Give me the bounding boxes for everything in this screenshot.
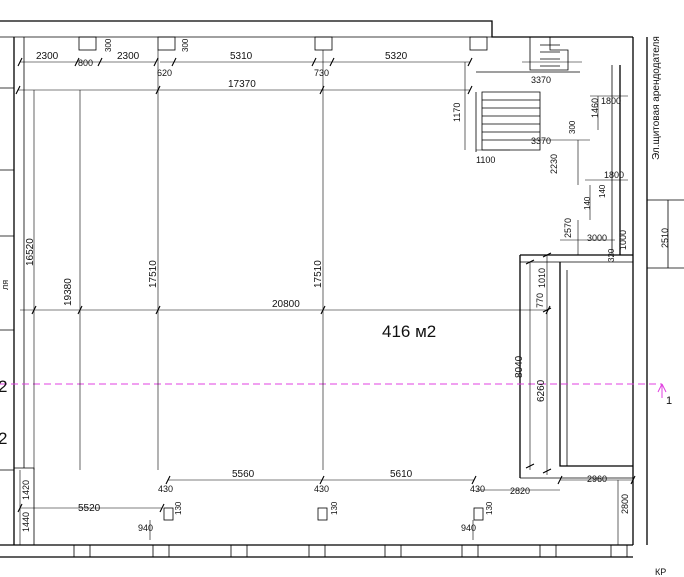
- dim-130-c: 130: [485, 501, 494, 515]
- dim-1800-b: 1800: [604, 170, 624, 180]
- section-line: 1 2 2: [0, 377, 672, 448]
- dimension-lines: [15, 50, 636, 545]
- dim-430-a: 430: [158, 484, 173, 494]
- dim-2800: 2800: [620, 494, 630, 514]
- dim-1010: 1010: [537, 268, 547, 288]
- dim-1800-a: 1800: [601, 96, 621, 106]
- dim-17510-b: 17510: [313, 260, 324, 288]
- dim-940-b: 940: [461, 523, 476, 533]
- dim-730: 730: [314, 68, 329, 78]
- dim-430-b: 430: [314, 484, 329, 494]
- dim-320: 320: [607, 248, 616, 262]
- dim-2510: 2510: [660, 228, 670, 248]
- dim-130-a: 130: [174, 501, 183, 515]
- dim-20800: 20800: [272, 299, 300, 310]
- dim-3370-b: 3370: [531, 136, 551, 146]
- dim-8040: 8040: [514, 355, 525, 378]
- dim-1460: 1460: [590, 98, 600, 118]
- dim-5310: 5310: [230, 51, 253, 62]
- dim-19380: 19380: [63, 278, 74, 306]
- dim-16520: 16520: [25, 238, 36, 266]
- dim-1000: 1000: [618, 230, 628, 250]
- dim-130-b: 130: [330, 501, 339, 515]
- dim-140-b: 140: [598, 184, 607, 198]
- dim-2570: 2570: [563, 218, 573, 238]
- dim-5560: 5560: [232, 469, 255, 480]
- section-mark-right: 1: [666, 395, 672, 407]
- dim-3000: 3000: [587, 233, 607, 243]
- dim-940-a: 940: [138, 523, 153, 533]
- dim-2300-b: 2300: [117, 51, 140, 62]
- dim-1100: 1100: [476, 155, 495, 165]
- dim-3370-a: 3370: [531, 75, 551, 85]
- room-label-electrical: Эл.щитовая арендодателя: [651, 36, 662, 160]
- dim-430-c: 430: [470, 484, 485, 494]
- section-mark-left-bottom: 2: [0, 429, 7, 448]
- dim-1440: 1440: [21, 512, 31, 532]
- dim-5320: 5320: [385, 51, 408, 62]
- dimension-texts: 2300 800 2300 5310 5320 620 730 17370 33…: [36, 51, 624, 533]
- dim-2230: 2230: [549, 154, 559, 174]
- dim-17510-a: 17510: [148, 260, 159, 288]
- dim-5610: 5610: [390, 469, 413, 480]
- dim-1420: 1420: [21, 480, 31, 500]
- dim-2960: 2960: [587, 474, 607, 484]
- dim-620: 620: [157, 68, 172, 78]
- dim-1170: 1170: [452, 103, 462, 122]
- corner-label: КР: [655, 567, 666, 577]
- dim-2820: 2820: [510, 486, 530, 496]
- dim-6260: 6260: [536, 379, 547, 402]
- left-edge-label: ля: [0, 280, 10, 290]
- dim-300-c: 300: [568, 120, 577, 134]
- dim-800: 800: [78, 58, 93, 68]
- walls: [0, 20, 684, 558]
- dim-300-b: 300: [181, 38, 190, 52]
- dim-2300-a: 2300: [36, 51, 59, 62]
- dimension-texts-vertical: 300 300 1170 1460 300 2230 140 140 2570 …: [21, 38, 670, 532]
- dim-5520: 5520: [78, 503, 101, 514]
- dim-140-a: 140: [583, 196, 592, 210]
- section-mark-left-top: 2: [0, 377, 7, 396]
- area-label: 416 м2: [382, 322, 436, 341]
- dim-17370: 17370: [228, 79, 256, 90]
- dim-300-a: 300: [104, 38, 113, 52]
- dim-770: 770: [535, 293, 545, 308]
